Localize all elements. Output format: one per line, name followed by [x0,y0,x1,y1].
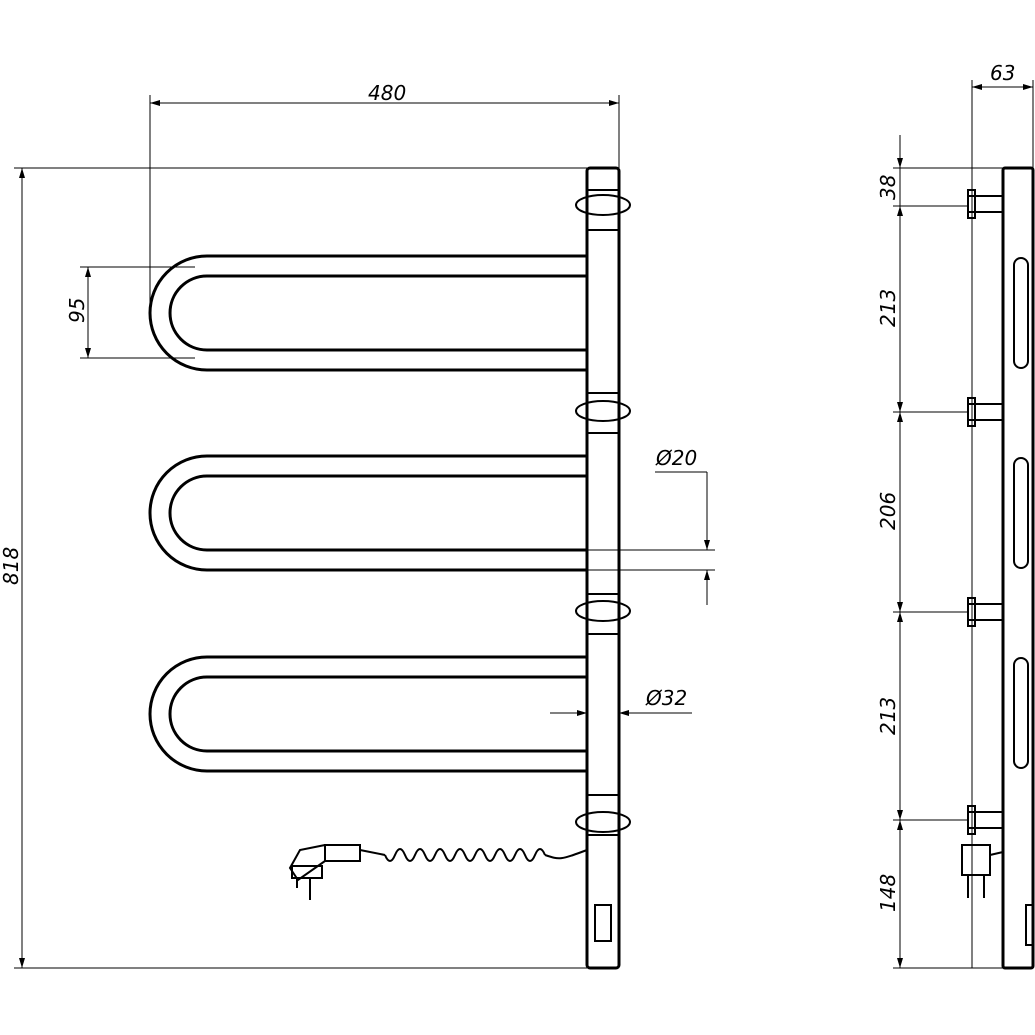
power-cord-with-plug-icon [288,844,588,900]
dimension-loop-spacing: 95 [65,266,195,359]
dimension-tube-diameter: Ø20 [587,446,715,605]
mount-bracket [575,794,631,836]
segment-label: 206 [876,492,900,530]
segment-label: 213 [876,697,900,735]
loop-spacing-label: 95 [65,298,89,323]
u-loop-3 [148,655,587,773]
vertical-bar [585,166,621,970]
width-label: 480 [368,81,406,105]
depth-label: 63 [990,61,1015,85]
mount-bracket [575,593,631,635]
side-plug-icon [961,844,1034,946]
side-view: 63 38 213 206 213 148 [876,61,1035,970]
u-loop-tubes [148,254,587,773]
side-mounts [967,189,1004,835]
segment-label: 38 [876,175,900,200]
side-bar [1001,166,1035,970]
mount-bracket [575,189,631,231]
u-loop-2 [148,454,587,572]
mount-brackets [575,189,631,836]
dimension-height: 818 [0,167,587,969]
dimension-vertical-chain: 38 213 206 213 148 [876,135,1003,969]
segment-label: 148 [876,874,900,912]
dimension-bar-diameter: Ø32 [550,686,692,716]
tube-diameter-label: Ø20 [655,446,697,470]
dimension-width: 480 [149,81,620,313]
front-view: 480 818 95 Ø20 Ø32 [0,81,715,970]
u-loop-1 [148,254,587,372]
segment-label: 213 [876,289,900,327]
switch-icon [594,904,612,942]
dimension-depth: 63 [972,61,1034,168]
mount-bracket [575,392,631,434]
height-label: 818 [0,547,23,585]
bar-diameter-label: Ø32 [645,686,687,710]
